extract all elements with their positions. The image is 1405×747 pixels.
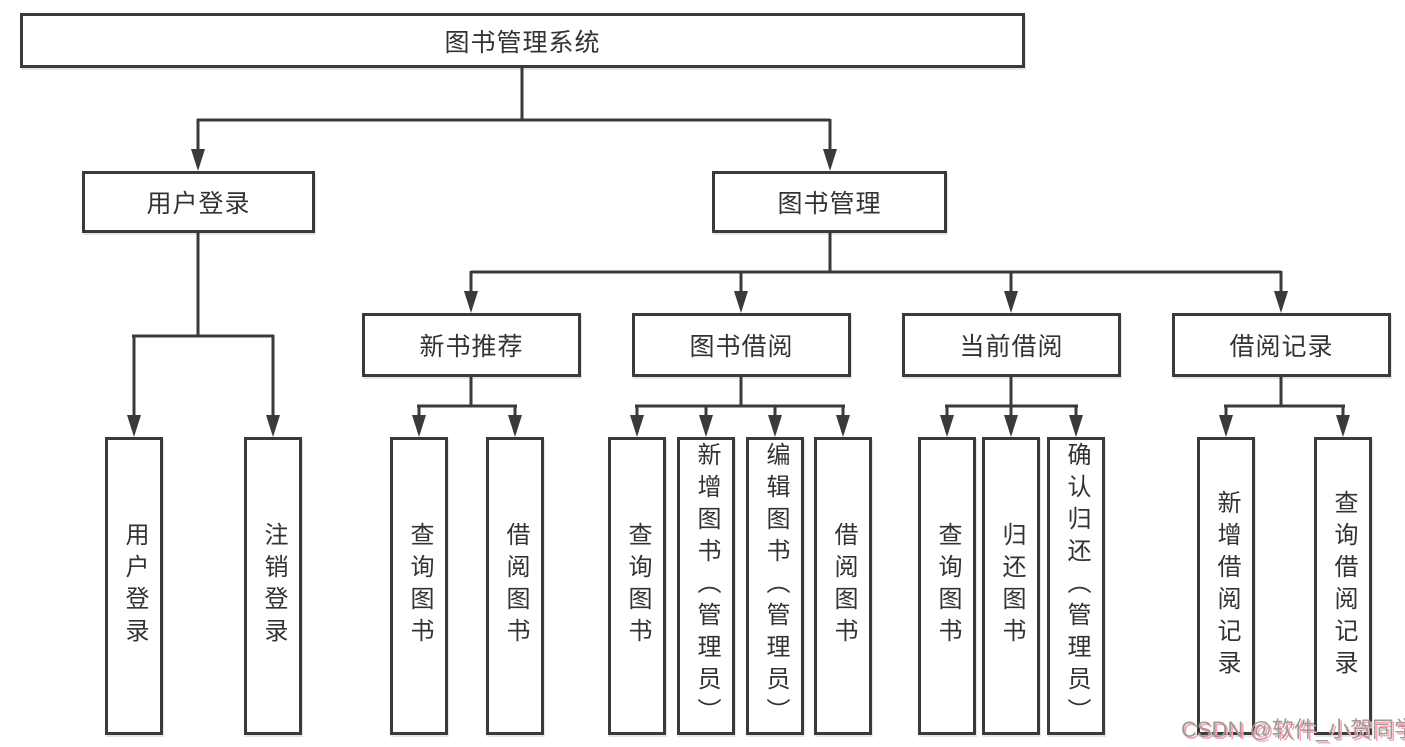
node-book-borrowing: 图书借阅 xyxy=(632,313,851,377)
node-edit-book-admin: 编辑图书（管理员） xyxy=(746,437,804,735)
node-label: 新增借阅记录 xyxy=(1213,490,1240,682)
node-query-borrow-record: 查询借阅记录 xyxy=(1314,437,1372,735)
node-confirm-return-admin: 确认归还（管理员） xyxy=(1047,437,1105,735)
node-user-login-leaf: 用户登录 xyxy=(105,437,163,735)
node-borrowing-records: 借阅记录 xyxy=(1172,313,1391,377)
node-label: 查询图书 xyxy=(934,522,961,650)
node-label: 编辑图书（管理员） xyxy=(762,442,789,730)
node-label: 确认归还（管理员） xyxy=(1063,442,1090,730)
node-label: 注销登录 xyxy=(260,522,287,650)
node-borrow-books-borrowing: 借阅图书 xyxy=(814,437,872,735)
node-label: 查询借阅记录 xyxy=(1330,490,1357,682)
node-query-books-recommend: 查询图书 xyxy=(390,437,448,735)
node-label: 归还图书 xyxy=(998,522,1025,650)
node-book-management: 图书管理 xyxy=(712,171,947,233)
node-add-borrow-record: 新增借阅记录 xyxy=(1197,437,1255,735)
node-borrow-books-recommend: 借阅图书 xyxy=(486,437,544,735)
node-label: 图书管理系统 xyxy=(444,28,601,57)
node-current-borrowing: 当前借阅 xyxy=(902,313,1121,377)
node-label: 用户登录 xyxy=(121,522,148,650)
node-return-books: 归还图书 xyxy=(982,437,1040,735)
node-logout: 注销登录 xyxy=(244,437,302,735)
node-user-login: 用户登录 xyxy=(82,171,315,233)
node-label: 查询图书 xyxy=(406,522,433,650)
node-label: 查询图书 xyxy=(624,522,651,650)
node-label: 借阅记录 xyxy=(1229,333,1334,361)
node-label: 图书借阅 xyxy=(689,333,794,361)
node-label: 图书管理 xyxy=(777,190,882,218)
node-new-book-recommendation: 新书推荐 xyxy=(362,313,581,377)
node-label: 当前借阅 xyxy=(959,333,1064,361)
node-label: 新增图书（管理员） xyxy=(693,442,720,730)
node-library-management-system: 图书管理系统 xyxy=(20,13,1025,68)
node-add-book-admin: 新增图书（管理员） xyxy=(677,437,735,735)
node-label: 借阅图书 xyxy=(830,522,857,650)
node-label: 借阅图书 xyxy=(502,522,529,650)
node-query-books-borrowing: 查询图书 xyxy=(608,437,666,735)
node-label: 新书推荐 xyxy=(419,333,524,361)
csdn-watermark: CSDN @软件_小贺同学 xyxy=(1181,717,1405,742)
node-label: 用户登录 xyxy=(146,190,251,218)
node-query-books-current: 查询图书 xyxy=(918,437,976,735)
